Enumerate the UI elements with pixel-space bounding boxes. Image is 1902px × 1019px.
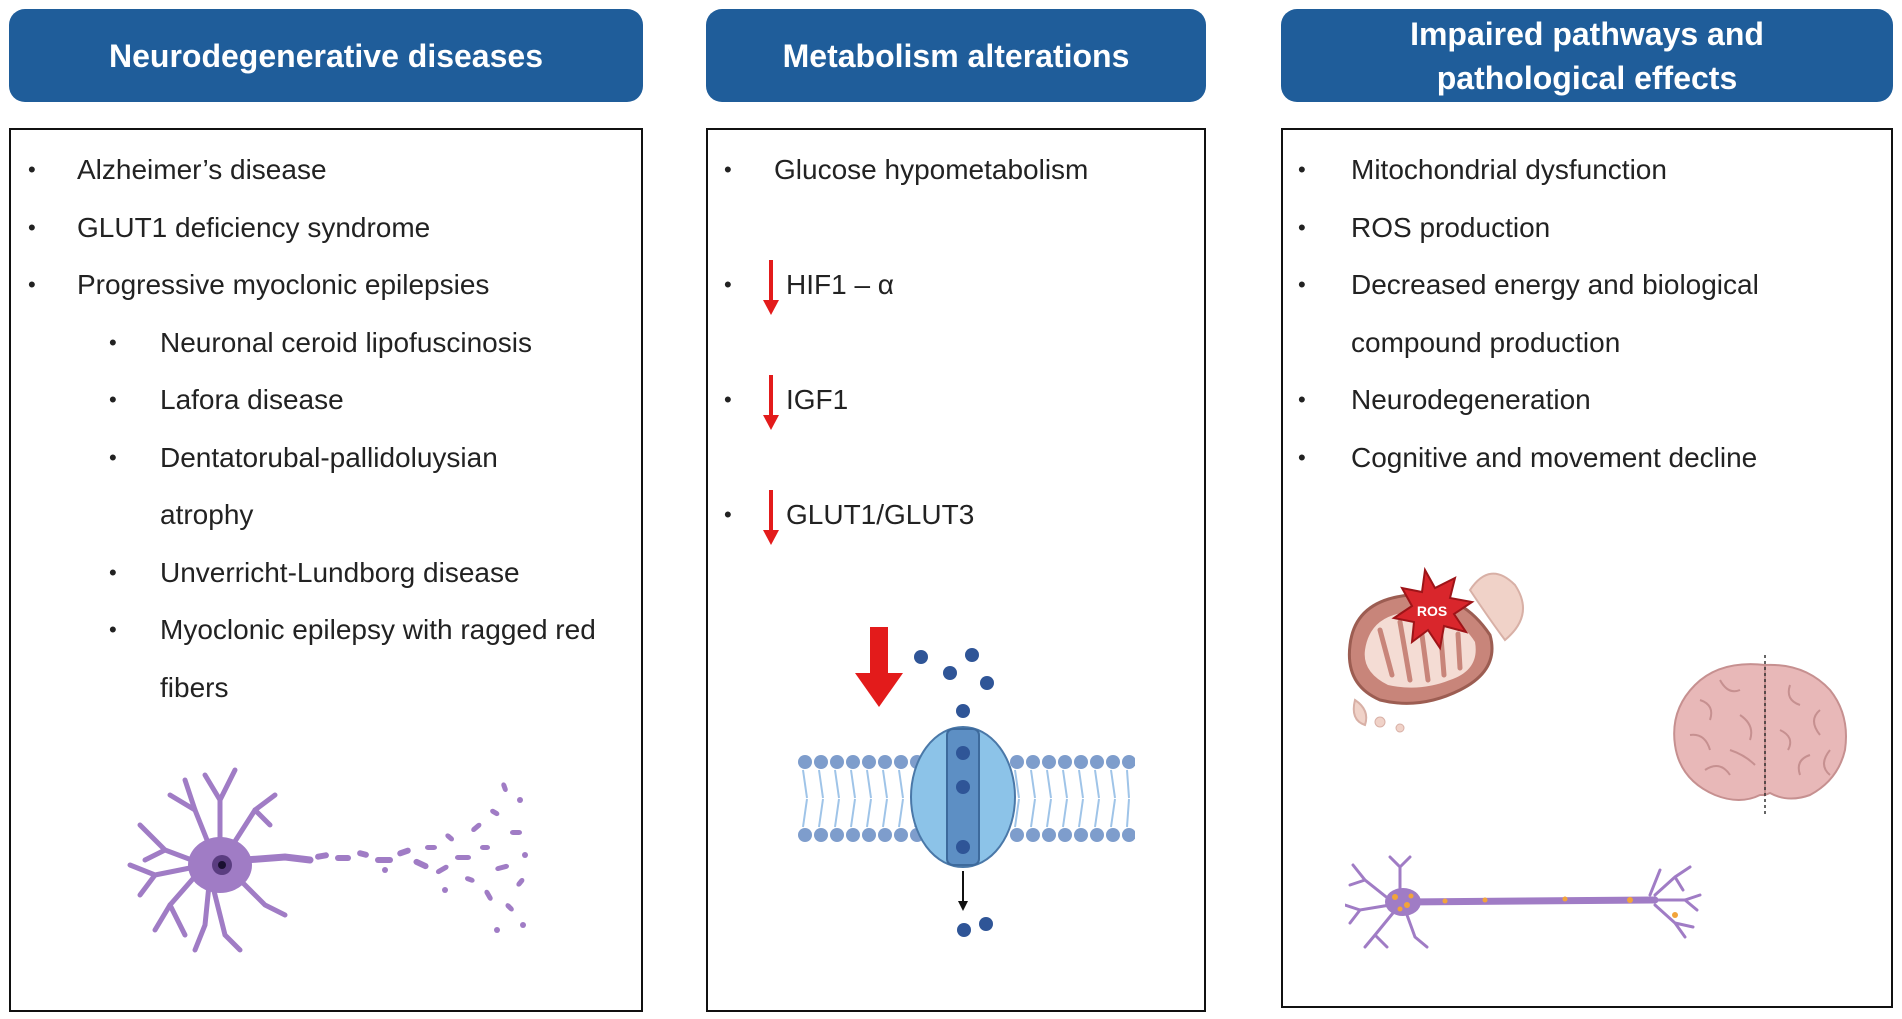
glucose-transporter-membrane-icon	[798, 627, 1135, 937]
mitochondria-ros-icon: ROS	[1347, 566, 1524, 733]
header-impaired-pathways: Impaired pathways and pathological effec…	[1281, 9, 1893, 102]
list-item-continuation: fibers	[160, 671, 229, 703]
list-item-sub: • Unverricht-Lundborg disease	[109, 556, 520, 588]
list-item: • GLUT1 deficiency syndrome	[28, 211, 431, 243]
degenerating-neuron-icon	[127, 767, 528, 953]
pathways-list: • Mitochondrial dysfunction • ROS produc…	[1298, 141, 1878, 486]
down-arrow-icon	[763, 375, 779, 430]
header-title-line-1: Impaired pathways and	[1410, 15, 1764, 52]
down-arrow-icon	[763, 260, 779, 315]
down-arrow-icon	[763, 490, 779, 545]
header-title: Metabolism alterations	[782, 37, 1130, 74]
list-item-sub: • Lafora disease	[109, 384, 344, 415]
list-item-sub: • Neuronal ceroid lipofuscinosis	[109, 326, 532, 358]
list-item: • Neurodegeneration	[1298, 384, 1591, 415]
neuron-aggregates-icon	[1345, 855, 1702, 949]
metabolism-list: • Glucose hypometabolism	[724, 141, 1194, 199]
list-item: • Mitochondrial dysfunction	[1298, 154, 1667, 185]
panel-neurodegenerative-diseases	[9, 128, 643, 1012]
list-item-continuation: atrophy	[160, 499, 254, 530]
panel-impaired-pathways	[1281, 128, 1893, 1008]
header-metabolism-alterations: Metabolism alterations	[706, 9, 1206, 102]
list-item: • Cognitive and movement decline	[1298, 441, 1758, 473]
list-item: • ROS production	[1298, 211, 1551, 243]
list-item-decreased: • HIF1 – α	[724, 256, 1194, 371]
header-title-line-2: pathological effects	[1436, 59, 1738, 96]
brain-atrophy-icon	[1673, 655, 1847, 815]
header-neurodegenerative-diseases: Neurodegenerative diseases	[9, 9, 643, 102]
list-item-continuation: compound production	[1351, 326, 1621, 358]
list-item-sub: • Myoclonic epilepsy with ragged red	[109, 614, 596, 645]
list-item-decreased: • GLUT1/GLUT3	[724, 486, 1194, 601]
list-item: • Decreased energy and biological	[1298, 269, 1759, 300]
list-item: • Alzheimer’s disease	[28, 154, 327, 185]
ros-label: ROS	[1417, 603, 1447, 619]
list-item: • Progressive myoclonic epilepsies	[28, 269, 490, 300]
disease-list: • Alzheimer’s disease • GLUT1 deficiency…	[28, 141, 628, 716]
list-item-sub: • Dentatorubal-pallidoluysian	[109, 441, 498, 473]
list-item-decreased: • IGF1	[724, 371, 1194, 486]
metabolism-list-decreased: • HIF1 – α • IGF1 • GLUT1/GLUT3	[724, 256, 1194, 601]
header-title: Neurodegenerative diseases	[109, 37, 543, 74]
list-item: • Glucose hypometabolism	[724, 154, 1089, 185]
